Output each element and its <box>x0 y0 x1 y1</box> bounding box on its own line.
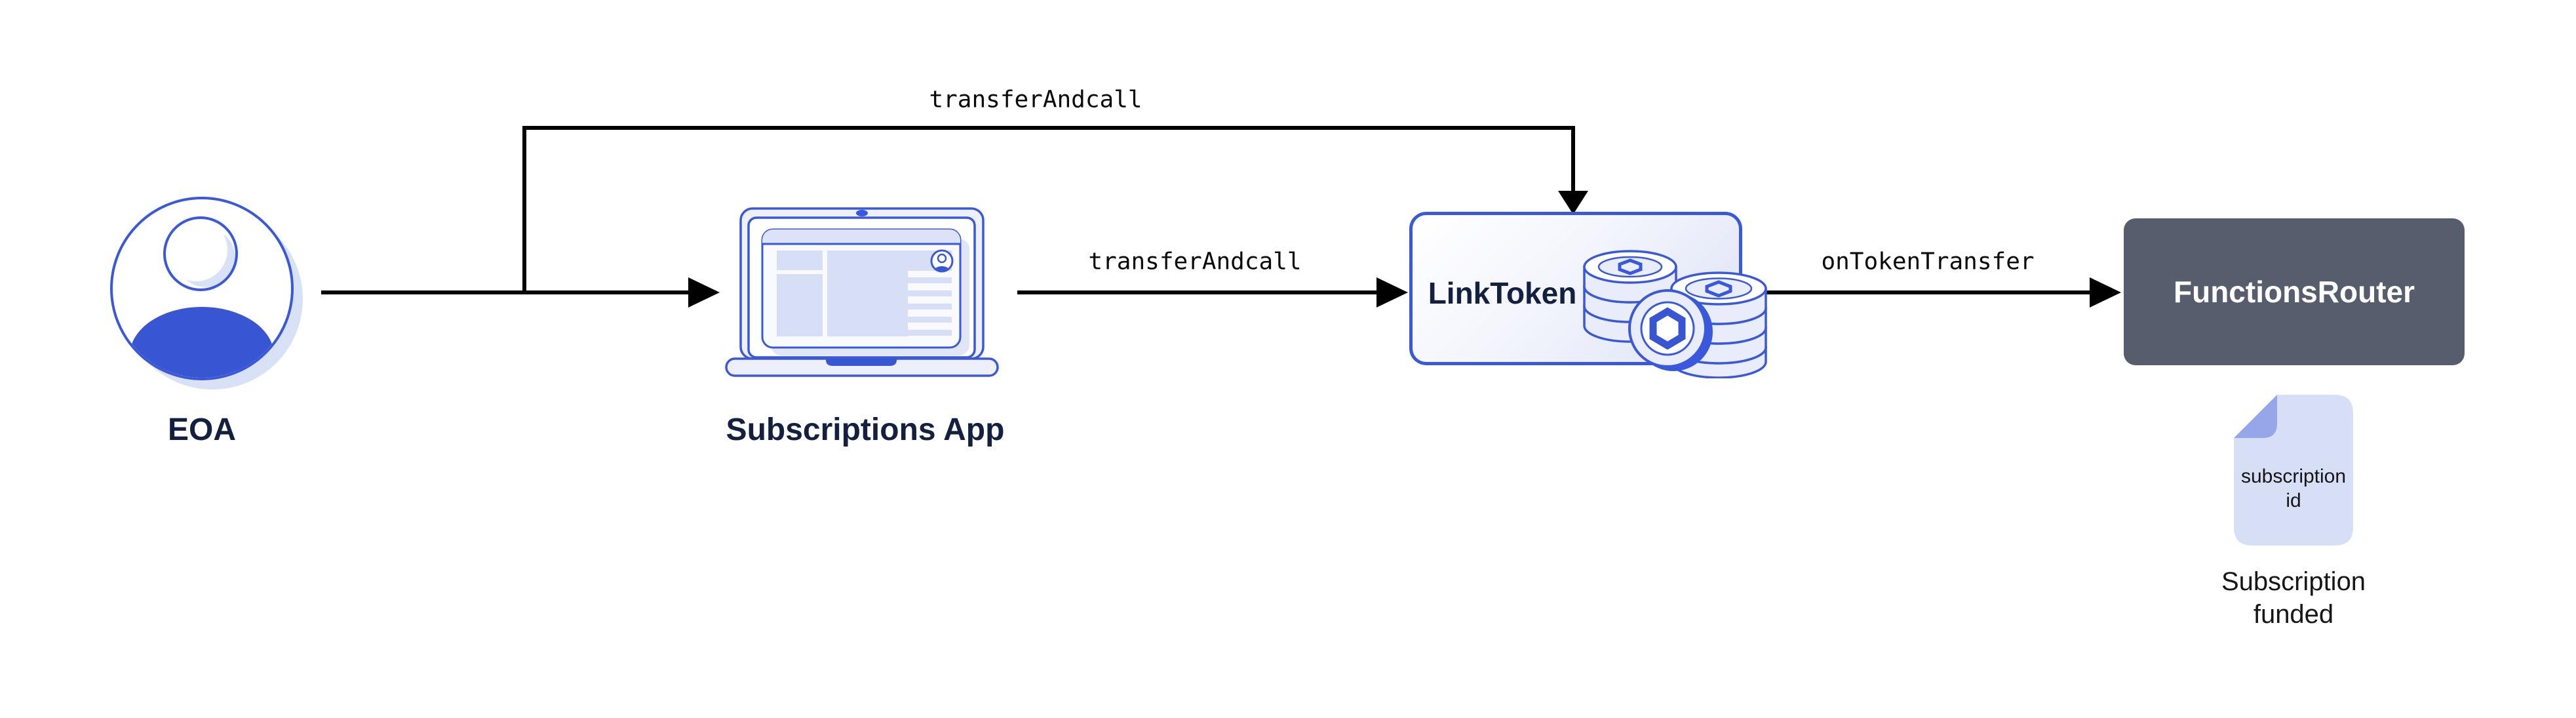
edge-label-transferandcall-top: transferAndcall <box>929 86 1142 113</box>
functionsrouter-node: FunctionsRouter <box>2124 218 2465 365</box>
link-coins-icon <box>1583 250 1767 378</box>
eoa-label: EOA <box>167 412 237 447</box>
subscription-funded-caption: Subscription funded <box>2221 567 2366 629</box>
arrowhead-to-linktoken-left <box>1376 277 1408 308</box>
subscriptions-app-label: Subscriptions App <box>726 412 1005 447</box>
arrowhead-to-router <box>2090 277 2121 308</box>
functionsrouter-label: FunctionsRouter <box>2174 275 2415 309</box>
edge-label-transferandcall-mid: transferAndcall <box>1088 248 1302 275</box>
arrow-eoa-to-linktoken <box>522 126 1575 292</box>
laptop-icon <box>725 207 999 377</box>
arrowhead-to-linktoken-top <box>1558 191 1588 214</box>
document-icon <box>2234 395 2353 546</box>
browser-avatar-icon <box>930 249 954 273</box>
edge-label-ontokentransfer: onTokenTransfer <box>1821 248 2035 275</box>
arrowhead-to-app <box>688 277 720 308</box>
user-avatar-icon <box>110 197 303 389</box>
chainlink-logo-icon <box>1649 307 1686 350</box>
linktoken-label: LinkToken <box>1428 276 1577 310</box>
subscription-id-text: subscription id <box>2240 466 2347 511</box>
